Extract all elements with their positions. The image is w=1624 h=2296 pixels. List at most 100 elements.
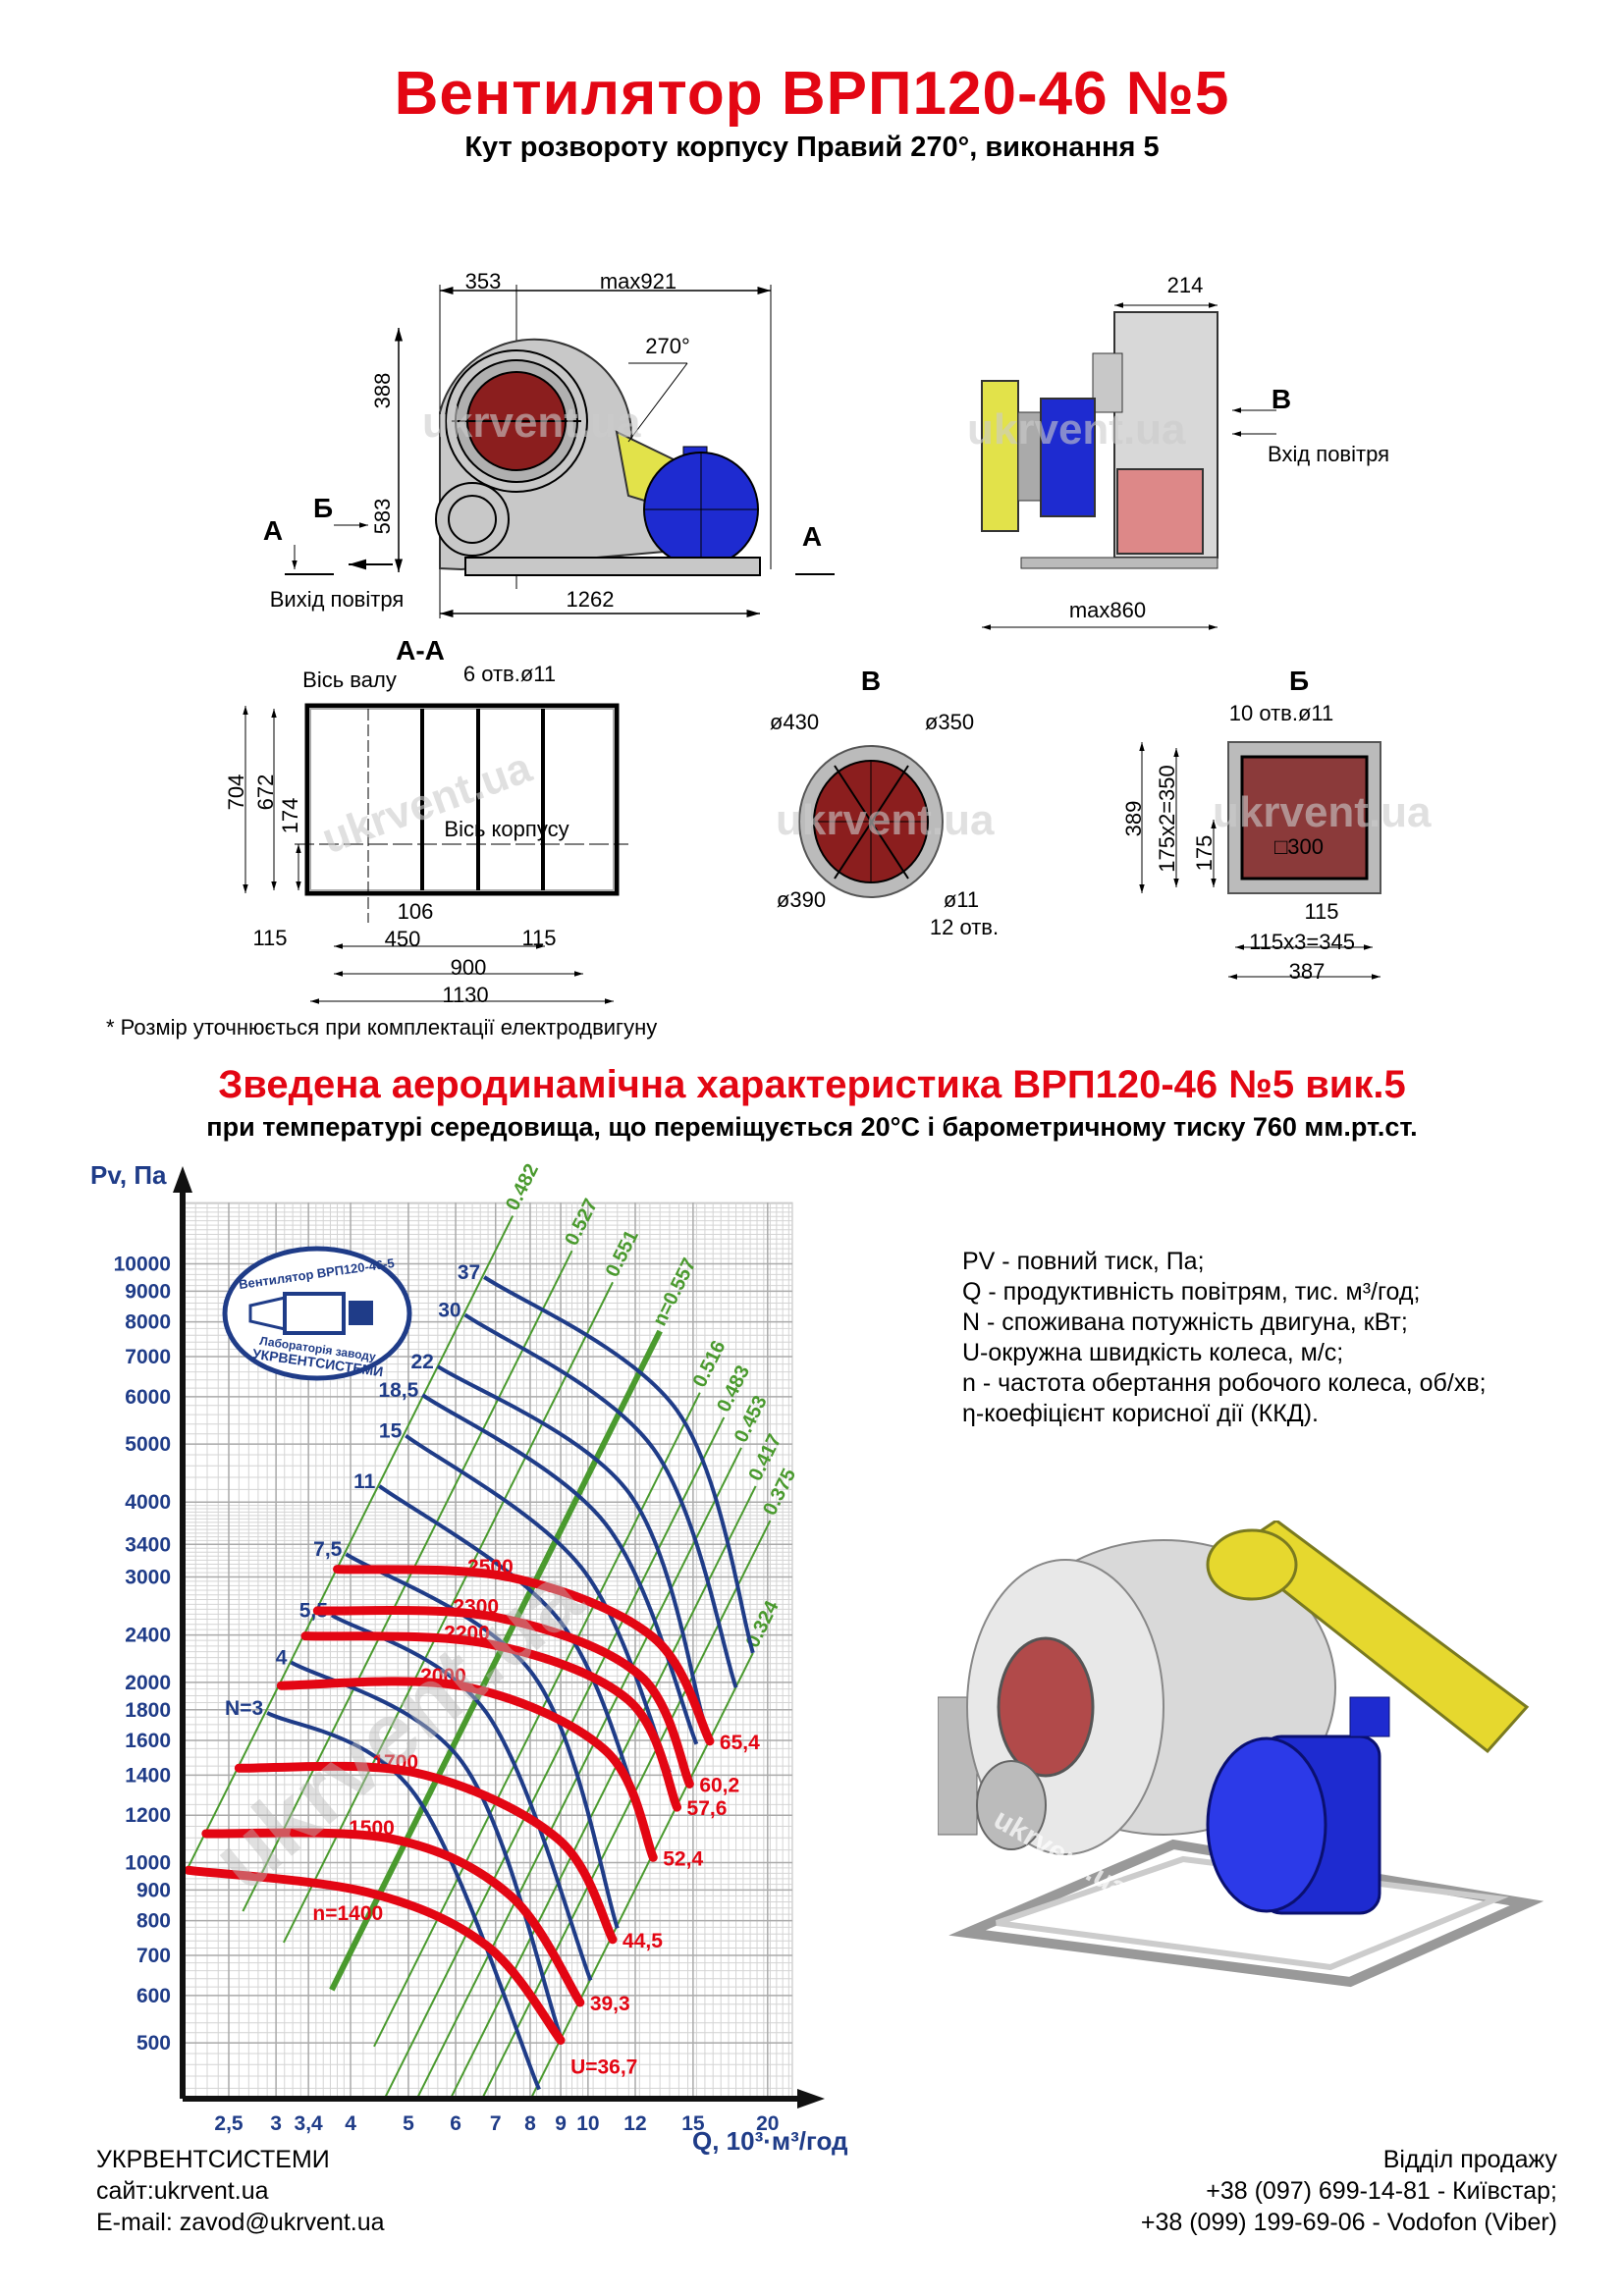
dim-d430: ø430 [770,710,819,734]
holes-10: 10 отв.ø11 [1229,701,1334,725]
section-aa-title: А-А [396,635,445,666]
dim-174: 174 [278,798,302,834]
page-subtitle: Кут розвороту корпусу Правий 270°, викон… [464,132,1160,163]
power-curve [421,1393,699,1745]
x-tick-label: 7 [490,2112,502,2135]
dim-106: 106 [398,899,434,924]
holes-12: 12 отв. [930,915,999,939]
outlet-label: Вихід повітря [270,587,405,612]
efficiency-line [242,1250,573,1912]
dim-900: 900 [451,955,487,980]
efficiency-line [448,1485,757,2102]
svg-text:ukrvent.ua: ukrvent.ua [1213,788,1432,836]
page-title: Вентилятор ВРП120-46 №5 [394,60,1230,128]
power-label: 15 [379,1420,403,1443]
dim-583: 583 [370,499,395,535]
legend-item: Q - продуктивність повітрям, тис. м³/год… [962,1278,1421,1306]
legend-item: N - споживана потужність двигуна, кВт; [962,1308,1408,1336]
speed-label: 1700 [372,1751,418,1774]
y-tick-label: 3000 [125,1566,171,1588]
tip-speed-label: 60,2 [699,1774,739,1796]
power-label: 37 [458,1261,480,1284]
power-label: 11 [353,1470,376,1493]
footnote: * Розмір уточнюється при комплектації ел… [106,1015,658,1040]
legend-item: PV - повний тиск, Па; [962,1248,1205,1275]
speed-label: 2000 [420,1665,466,1687]
technical-drawings: 353 max921 270° 388 583 1262 Вихід повіт… [224,269,1432,1007]
dim-389: 389 [1121,801,1146,837]
power-curve [345,1552,620,1929]
y-tick-label: 1000 [125,1852,171,1875]
x-tick-label: 8 [524,2112,536,2135]
y-tick-label: 6000 [125,1386,171,1409]
power-curve [483,1275,755,1654]
frame-holes-label: 6 отв.ø11 [463,662,556,686]
dim-388: 388 [370,373,395,409]
x-axis-label: Q, 10³·м³/год [692,2126,848,2156]
y-tick-label: 2400 [125,1625,171,1647]
phone-vodafone[interactable]: +38 (099) 199-69-06 - Vodofon (Viber) [1140,2209,1557,2236]
tip-speed-label: 52,4 [663,1847,703,1870]
speed-label: 2300 [453,1595,499,1618]
efficiency-line [480,1520,772,2101]
power-curve [463,1312,738,1688]
dim-max921: max921 [600,269,677,294]
speed-curve [201,1828,585,2007]
power-label: 30 [438,1299,460,1321]
power-curve [378,1484,642,1808]
fan-3d-illustration: ukrvent.ua [938,1521,1544,1988]
svg-text:ukrvent.ua: ukrvent.ua [967,405,1186,454]
y-tick-label: 1400 [125,1764,171,1787]
section-a-marker: А [263,515,283,546]
svg-text:ukrvent.ua: ukrvent.ua [316,743,538,863]
y-tick-label: 800 [136,1910,171,1933]
side-view-drawing: 353 max921 270° 388 583 1262 Вихід повіт… [263,269,835,618]
power-curve [436,1364,707,1727]
view-v-title: В [861,666,881,696]
tip-speed-label: 65,4 [720,1732,760,1754]
power-label: 4 [276,1646,288,1669]
company-name: УКРВЕНТСИСТЕМИ [96,2146,330,2173]
power-label: N=3 [225,1697,263,1720]
dim-d11: ø11 [944,887,979,912]
y-tick-label: 5000 [125,1433,171,1456]
x-tick-label: 15 [681,2112,705,2135]
speed-label: 2200 [444,1622,490,1644]
company-email[interactable]: E-mail: zavod@ukrvent.ua [96,2209,385,2236]
dim-214: 214 [1167,273,1204,297]
tip-speed-label: 44,5 [623,1930,663,1952]
tip-speed-label: 39,3 [590,1993,630,2015]
dim-345: 115x3=345 [1249,930,1355,954]
dim-672: 672 [253,774,278,811]
x-axis-arrow [797,2089,825,2109]
axes [173,1166,825,2109]
y-tick-label: 3400 [125,1533,171,1556]
shaft-axis-label: Вісь валу [302,667,397,692]
efficiency-line [188,1215,514,1868]
dim-450: 450 [385,927,421,951]
body-axis-label: Вісь корпусу [444,817,568,841]
y-tick-label: 600 [136,1985,171,2007]
dim-350: 175x2=350 [1155,765,1179,873]
company-site[interactable]: сайт:ukrvent.ua [96,2177,269,2205]
x-tick-label: 4 [345,2112,356,2135]
y-tick-label: 7000 [125,1346,171,1368]
y-tick-label: 1800 [125,1699,171,1722]
section-b-marker: Б [313,493,333,523]
x-tick-label: 6 [450,2112,461,2135]
dim-704: 704 [224,774,248,811]
tip-speed-label: U=36,7 [570,2056,637,2078]
y-tick-label: 8000 [125,1311,171,1334]
y-axis-arrow [173,1166,192,1193]
phone-kyivstar[interactable]: +38 (097) 699-14-81 - Київстар; [1206,2177,1557,2205]
tip-speed-label: 57,6 [687,1797,728,1820]
x-tick-label: 2,5 [214,2112,244,2135]
x-tick-label: 12 [623,2112,646,2135]
front-view-drawing: 214 В Вхід повітря max860 [981,273,1389,630]
speed-curve [333,1565,715,1746]
dim-max860: max860 [1069,598,1146,622]
power-curve [266,1711,541,2091]
sales-title: Відділ продажу [1382,2146,1557,2173]
